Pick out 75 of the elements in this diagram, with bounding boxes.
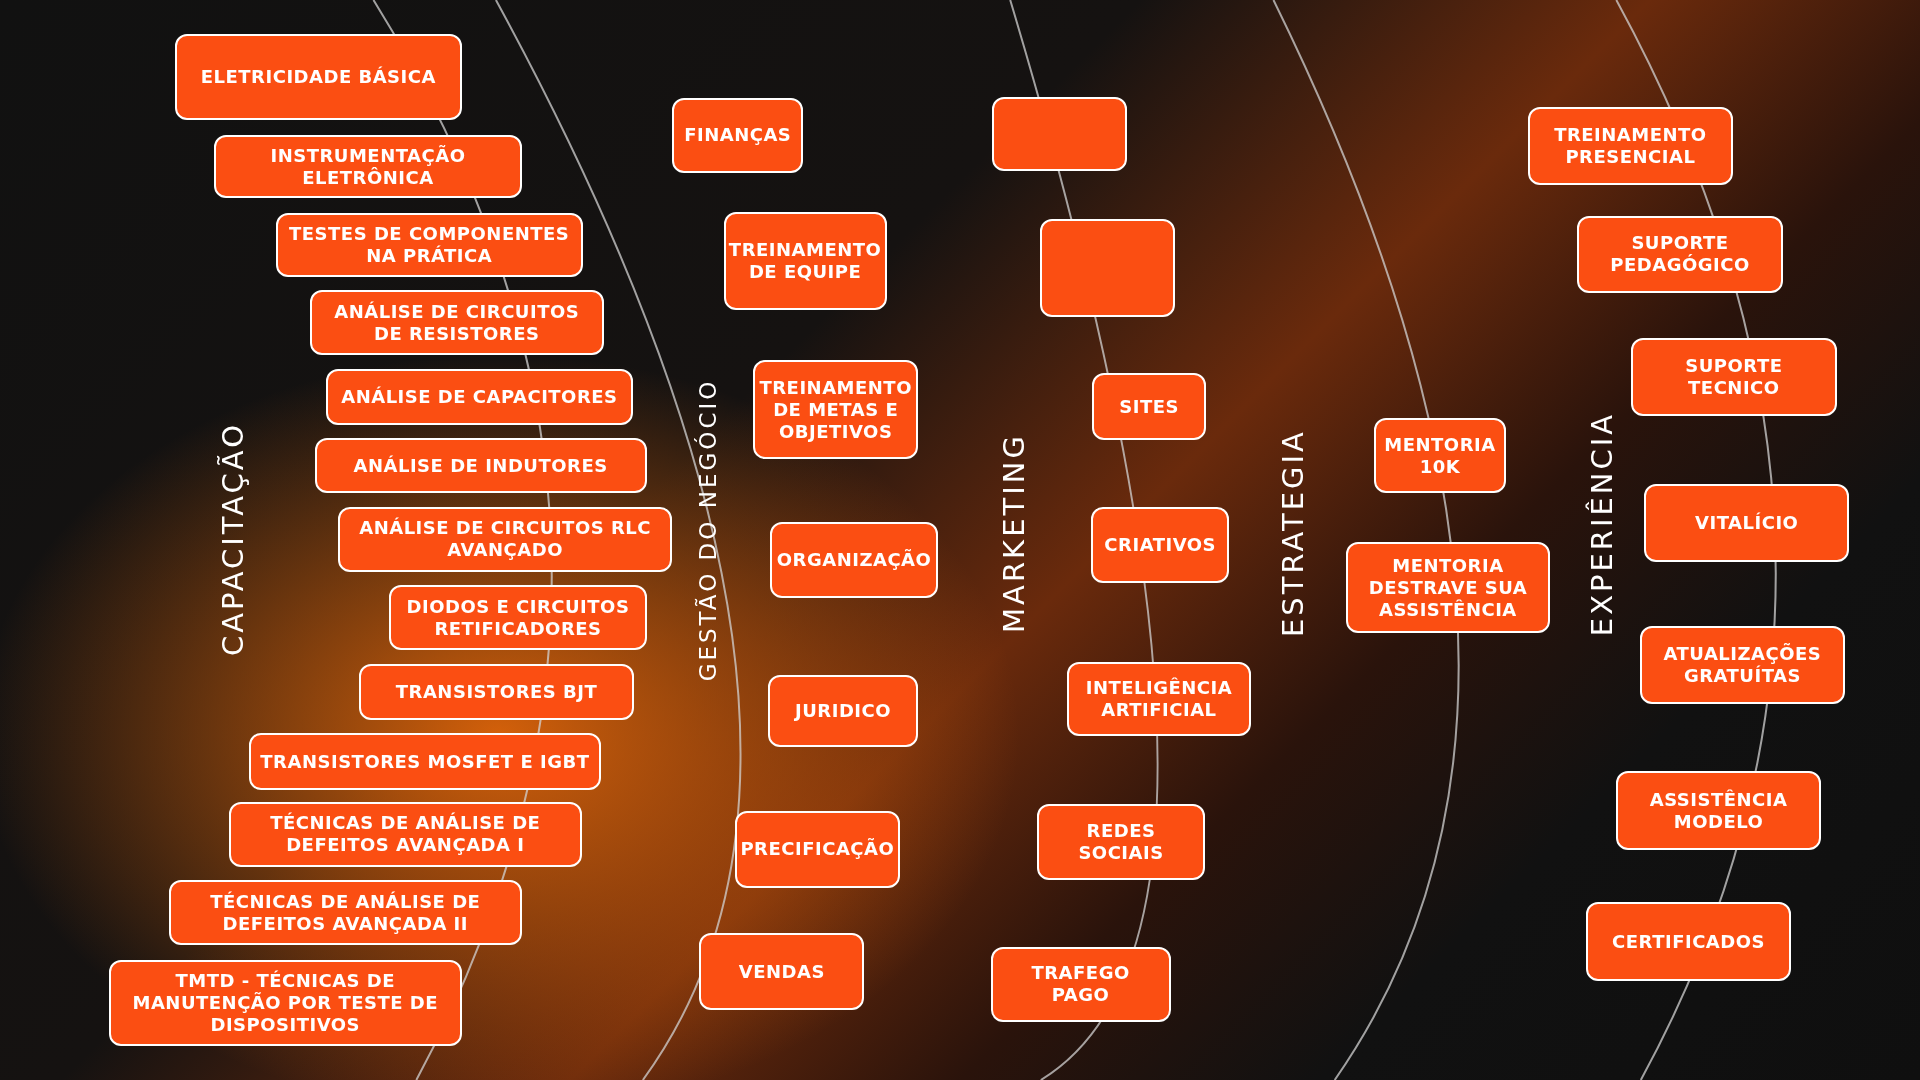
- topic-box: [723, 211, 887, 310]
- topic-label: ASSISTÊNCIA MODELO: [1648, 788, 1789, 833]
- topic-label: SUPORTE PEDAGÓGICO: [1609, 232, 1751, 277]
- topic-box: [1091, 506, 1230, 583]
- topic-box: [734, 810, 900, 888]
- topic-label: TREINAMENTO PRESENCIAL: [1553, 123, 1708, 168]
- topic-label: ELETRICIDADE BÁSICA: [200, 66, 436, 89]
- topic-label: CERTIFICADOS: [1612, 930, 1765, 953]
- topic-label: SITES: [1119, 395, 1179, 418]
- topic-label: ANÁLISE DE INDUTORES: [353, 454, 608, 477]
- topic-box: [309, 290, 604, 356]
- column-heading: EXPERIÊNCIA: [1584, 411, 1619, 637]
- topic-label: ANÁLISE DE CAPACITORES: [341, 385, 618, 408]
- topic-label: TMTD - TÉCNICAS DE MANUTENÇÃO POR TESTE DE DISPOSITIVOS: [131, 969, 440, 1036]
- topic-box: [699, 933, 865, 1011]
- topic-box: [337, 506, 673, 572]
- topic-label: ATUALIZAÇÕES GRATUÍTAS: [1662, 642, 1823, 687]
- topic-box: [1639, 625, 1846, 705]
- topic-box: [108, 960, 462, 1046]
- topic-label: ANÁLISE DE CIRCUITOS DE RESISTORES: [333, 300, 581, 345]
- topic-label: TREINAMENTO DE EQUIPE: [728, 238, 882, 283]
- topic-box: [325, 368, 634, 425]
- topic-box: [1373, 417, 1507, 494]
- topic-box: [753, 360, 919, 460]
- topic-label: TÉCNICAS DE ANÁLISE DE DEFEITOS AVANÇADA II: [209, 890, 482, 935]
- topic-box: [1631, 337, 1837, 417]
- topic-label: FINANÇAS: [684, 124, 792, 147]
- topic-box: [389, 585, 647, 651]
- topic-box: [1577, 215, 1783, 293]
- topic-label: MENTORIA 10K: [1383, 433, 1497, 478]
- topic-box: [228, 802, 582, 867]
- column-heading: MARKETING: [996, 432, 1031, 633]
- topic-label: TESTES DE COMPONENTES NA PRÁTICA: [288, 222, 571, 267]
- column-heading: ESTRATEGIA: [1276, 428, 1311, 637]
- topic-box: [358, 663, 635, 720]
- topic-box: [1616, 771, 1821, 850]
- topic-box: [248, 733, 602, 790]
- topic-label: ORGANIZAÇÃO: [776, 548, 932, 571]
- topic-box: [275, 213, 583, 277]
- topic-box: [175, 34, 462, 120]
- topic-box: [1037, 804, 1205, 881]
- topic-label: INTELIGÊNCIA ARTIFICIAL: [1084, 677, 1234, 722]
- topic-box: [1585, 902, 1792, 981]
- topic-box: [1345, 542, 1551, 634]
- topic-box: [168, 880, 522, 946]
- topic-box: [1528, 106, 1733, 185]
- topic-box: [214, 134, 522, 199]
- topic-label: MENTORIA DESTRAVE SUA ASSISTÊNCIA: [1367, 554, 1529, 621]
- topic-label: TÉCNICAS DE ANÁLISE DE DEFEITOS AVANÇADA I: [269, 812, 542, 857]
- topic-label: TRANSISTORES MOSFET E IGBT: [260, 750, 590, 773]
- topic-box: [1039, 219, 1176, 318]
- topic-box: [770, 521, 938, 598]
- topic-label: JURIDICO: [795, 699, 892, 722]
- topic-label: REDES SOCIAIS: [1077, 820, 1165, 865]
- topic-box: [314, 438, 647, 494]
- topic-label: ANÁLISE DE CIRCUITOS RLC AVANÇADO: [358, 517, 652, 562]
- topic-box: [990, 946, 1171, 1023]
- topic-label: DIODOS E CIRCUITOS RETIFICADORES: [405, 595, 631, 640]
- topic-box: [1644, 483, 1849, 563]
- column-heading: GESTÃO DO NEGÓCIO: [694, 378, 721, 682]
- topic-box: [1092, 373, 1207, 440]
- topic-box: [1066, 662, 1252, 736]
- topic-label: SUPORTE TECNICO: [1684, 355, 1784, 400]
- topic-label: PRECIFICAÇÃO: [740, 838, 895, 861]
- topic-box: [991, 96, 1127, 172]
- topic-label: TREINAMENTO DE METAS E OBJETIVOS: [759, 376, 912, 443]
- topic-label: VENDAS: [738, 960, 825, 983]
- column-heading: CAPACITAÇÃO: [215, 421, 250, 656]
- topic-label: TRANSISTORES BJT: [395, 680, 598, 703]
- topic-box: [672, 97, 804, 173]
- topic-label: VITALÍCIO: [1695, 511, 1799, 534]
- topic-label: INSTRUMENTAÇÃO ELETRÔNICA: [269, 144, 467, 189]
- topic-label: CRIATIVOS: [1104, 533, 1216, 556]
- topic-label: TRAFEGO PAGO: [1030, 962, 1131, 1007]
- topic-box: [767, 674, 919, 747]
